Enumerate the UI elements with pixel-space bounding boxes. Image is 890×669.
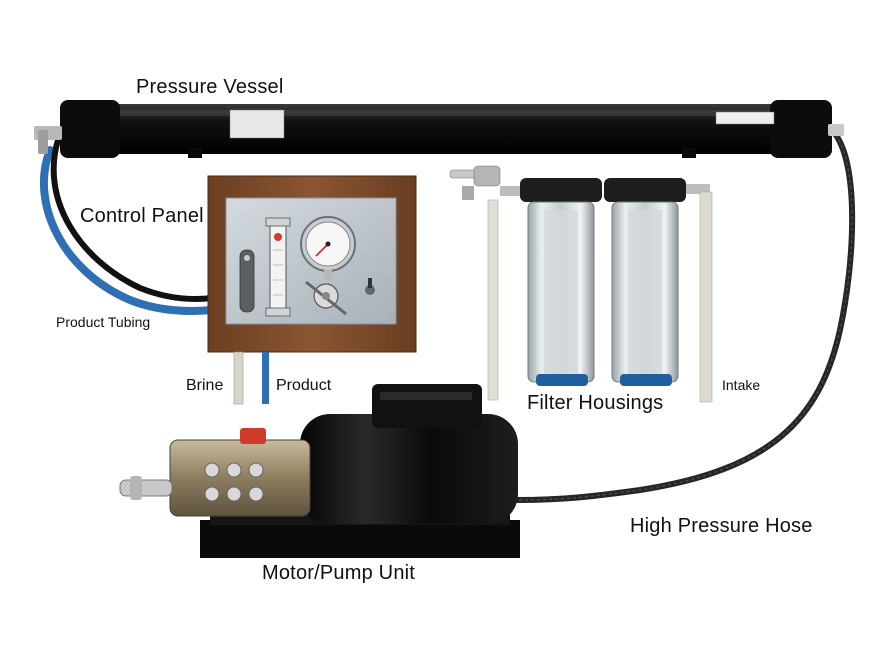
product-label: Product: [276, 377, 332, 394]
brine-tube: [233, 351, 244, 405]
pressure-vessel: [34, 100, 844, 158]
needle-valve-icon: [305, 280, 347, 316]
pressure-gauge-icon: [300, 216, 356, 280]
valve-handle-icon: [239, 249, 255, 313]
toggle-switch-icon: [365, 278, 375, 295]
flow-meter-icon: [265, 217, 291, 317]
vessel-label-plate: [232, 112, 282, 136]
product-tube: [262, 352, 269, 404]
brine-label: Brine: [186, 377, 224, 394]
product-tubing-label: Product Tubing: [56, 314, 151, 330]
product-tubing: [39, 146, 216, 315]
filter-housings: [449, 165, 713, 403]
motor-pump-unit-label: Motor/Pump Unit: [262, 562, 416, 584]
pressure-vessel-label: Pressure Vessel: [136, 76, 284, 98]
control-panel: [207, 175, 417, 353]
control-panel-label: Control Panel: [80, 205, 204, 227]
high-pressure-hose-label: High Pressure Hose: [630, 515, 813, 537]
filter-housings-label: Filter Housings: [527, 392, 664, 414]
motor-pump-unit: [119, 384, 520, 558]
intake-label: Intake: [722, 377, 761, 393]
vessel-end-label-plate: [718, 112, 772, 126]
